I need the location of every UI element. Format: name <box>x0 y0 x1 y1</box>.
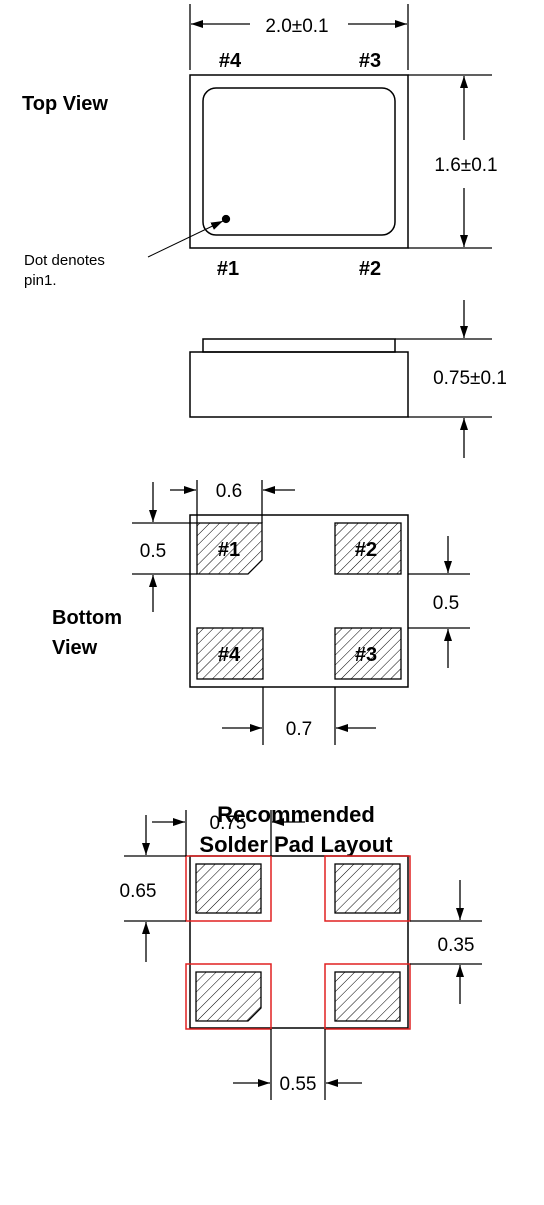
bottom-pad1 <box>196 522 263 575</box>
solder-pad-bl <box>195 971 262 1022</box>
bottom-view-label-line2: View <box>52 637 98 659</box>
side-view <box>189 300 492 458</box>
side-base <box>189 351 409 418</box>
solder-pad-tl <box>195 863 262 914</box>
bottom-pad4 <box>196 627 264 680</box>
bv-pad-vgap-dim: 0.5 <box>433 593 459 614</box>
top-width-dim: 2.0±0.1 <box>265 16 328 37</box>
sl-pad-width-dim: 0.75 <box>210 813 247 834</box>
top-pin2-label: #2 <box>359 258 381 280</box>
solder-pad-outline-tl <box>185 855 272 922</box>
top-height-dim: 1.6±0.1 <box>434 155 497 176</box>
bottom-pad2 <box>334 522 402 575</box>
bv-pin3-label: #3 <box>355 644 377 666</box>
top-view-label: Top View <box>22 93 108 115</box>
sl-pad-vgap-dim: 0.35 <box>438 935 475 956</box>
sl-pad-hgap-dim: 0.55 <box>280 1074 317 1095</box>
bv-pin4-label: #4 <box>218 644 241 666</box>
solder-layout <box>124 810 482 1100</box>
bv-pin2-label: #2 <box>355 539 377 561</box>
dot-note-line2: pin1. <box>24 272 57 289</box>
solder-pad-outlines <box>185 855 411 1030</box>
bv-pin1-label: #1 <box>218 539 240 561</box>
bottom-package-outline <box>189 514 409 688</box>
top-view <box>147 4 492 258</box>
side-lid <box>202 338 396 353</box>
solder-pad-br <box>334 971 401 1022</box>
solder-title-line1: Recommended <box>217 802 375 827</box>
dot-leader <box>147 220 224 258</box>
pin1-dot <box>221 214 231 224</box>
bottom-view-label-line1: Bottom <box>52 607 122 629</box>
solder-pad-outline-br <box>324 963 411 1030</box>
top-lid-outline <box>202 87 396 236</box>
solder-title-line2: Solder Pad Layout <box>199 832 393 857</box>
bottom-view <box>132 480 470 745</box>
top-pin1-label: #1 <box>217 258 239 280</box>
solder-pad-outline-tr <box>324 855 411 922</box>
side-thickness-dim: 0.75±0.1 <box>433 368 507 389</box>
bottom-pad3 <box>334 627 402 680</box>
solder-package-outline <box>189 855 409 1029</box>
top-pin3-label: #3 <box>359 50 381 72</box>
solder-pad-tr <box>334 863 401 914</box>
top-package-outline <box>189 74 409 249</box>
bv-pad-hgap-dim: 0.7 <box>286 719 312 740</box>
bv-pad-width-dim: 0.6 <box>216 481 242 502</box>
solder-pad-outline-bl <box>185 963 272 1030</box>
top-pin4-label: #4 <box>219 50 242 72</box>
dot-note-line1: Dot denotes <box>24 252 105 269</box>
sl-pad-height-dim: 0.65 <box>120 881 157 902</box>
bv-pad-height-dim: 0.5 <box>140 541 166 562</box>
